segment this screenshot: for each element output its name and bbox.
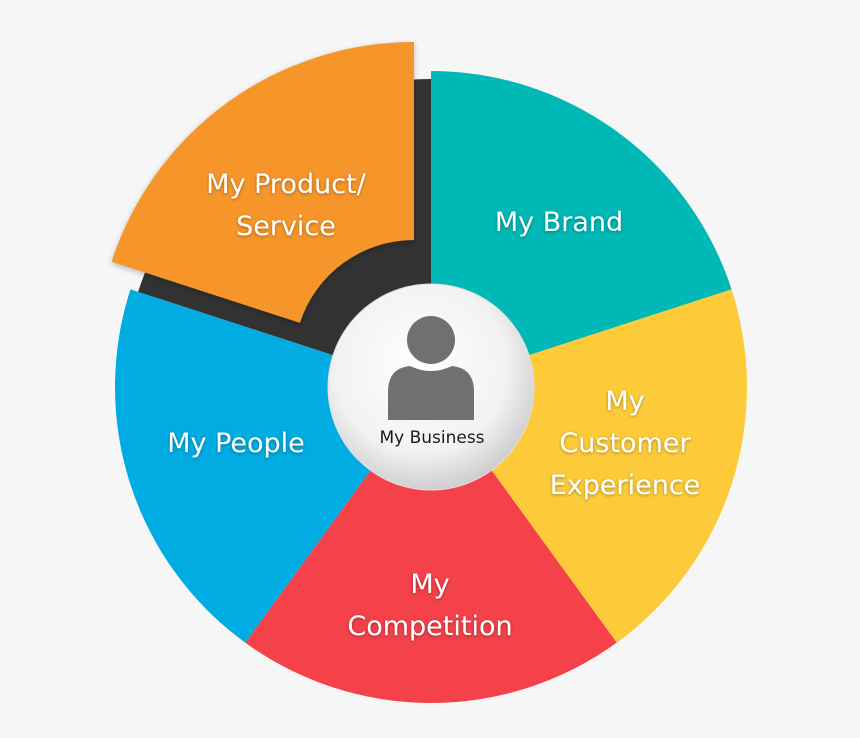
person-icon <box>388 316 474 420</box>
segment-product-service[interactable]: My Product/Service <box>111 42 414 323</box>
segment-brand[interactable]: My Brand <box>431 71 732 387</box>
center-hub[interactable]: My Business <box>327 283 535 491</box>
segment-product-service-shape <box>111 42 414 323</box>
segment-label-line: My Product/ <box>206 169 366 200</box>
segment-people-label: My People <box>167 428 305 459</box>
segment-label-line: My People <box>167 428 305 459</box>
segment-label-line: Experience <box>550 470 701 501</box>
segment-label-line: Service <box>236 211 336 242</box>
segment-label-line: My <box>605 386 644 417</box>
segment-brand-label: My Brand <box>495 207 623 238</box>
segment-label-line: Customer <box>559 428 691 459</box>
center-label: My Business <box>379 428 484 448</box>
segment-label-line: Competition <box>347 611 512 642</box>
segment-brand-shape <box>431 71 732 387</box>
segment-product-service-label: My Product/Service <box>206 169 366 242</box>
segment-label-line: My Brand <box>495 207 623 238</box>
segment-label-line: My <box>410 569 449 600</box>
segment-competition-shape <box>245 387 617 704</box>
